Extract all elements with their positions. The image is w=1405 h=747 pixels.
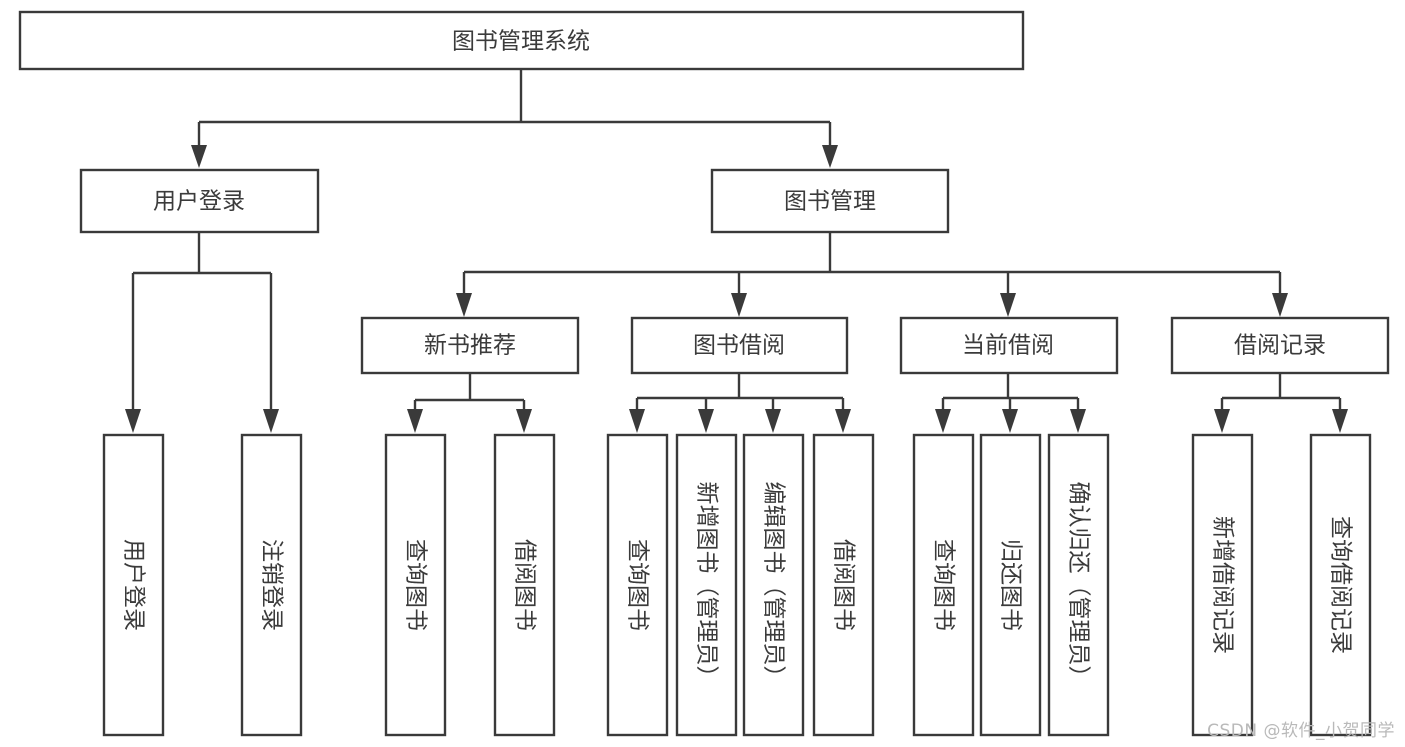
node-leaf-add-book-label: 新增图书（管理员） [694,482,720,689]
node-leaf-add-record-box[interactable] [1191,433,1254,737]
node-leaf-query-book-2-label: 查询图书 [625,539,651,631]
node-borrow-record-box[interactable] [1170,316,1390,375]
arrow-head-leaf-borrow-book-1 [516,409,532,433]
node-user-login[interactable]: 用户登录 [79,168,320,234]
node-book-manage[interactable]: 图书管理 [710,168,950,234]
node-leaf-query-book-3-box[interactable] [912,433,975,737]
node-leaf-confirm-return-label: 确认归还（管理员） [1066,482,1092,689]
node-leaf-return-book-box[interactable] [979,433,1042,737]
node-leaf-borrow-book-2-box[interactable] [812,433,875,737]
node-leaf-borrow-book-2[interactable]: 借阅图书 [812,433,875,737]
node-leaf-borrow-book-1-label: 借阅图书 [512,539,538,631]
arrow-head-book-borrow [731,293,747,317]
connector-group-user-login [125,232,279,433]
connector-group-book-borrow [629,373,851,433]
connector-group-root [191,69,838,168]
node-leaf-return-book[interactable]: 归还图书 [979,433,1042,737]
node-leaf-return-book-label: 归还图书 [998,539,1024,631]
node-root-label: 图书管理系统 [452,29,590,55]
node-leaf-query-book-2[interactable]: 查询图书 [606,433,669,737]
node-book-manage-label: 图书管理 [784,189,876,215]
node-borrow-record-label: 借阅记录 [1234,333,1326,359]
node-leaf-query-book-3-label: 查询图书 [931,539,957,631]
node-leaf-add-book-box[interactable] [675,433,738,737]
node-leaf-borrow-book-2-label: 借阅图书 [831,539,857,631]
connector-group-current-borrow [935,373,1086,433]
arrow-head-leaf-confirm-return [1070,409,1086,433]
node-leaf-query-book-1-box[interactable] [384,433,447,737]
node-leaf-query-book-1-label: 查询图书 [403,539,429,631]
arrow-head-leaf-borrow-book-2 [835,409,851,433]
arrow-head-leaf-query-book-1 [407,409,423,433]
node-leaf-query-book-1[interactable]: 查询图书 [384,433,447,737]
connector-group-new-book-rec [407,373,532,433]
arrow-head-current-borrow [1000,293,1016,317]
node-leaf-query-record-box[interactable] [1309,433,1372,737]
arrow-head-user-login [191,145,207,168]
node-current-borrow-box[interactable] [899,316,1119,375]
node-leaf-add-book[interactable]: 新增图书（管理员） [675,433,738,737]
node-leaf-logout-label: 注销登录 [259,539,285,631]
arrow-head-leaf-user-login [125,409,141,433]
node-root[interactable]: 图书管理系统 [18,10,1025,71]
connector-group-borrow-record [1214,373,1348,433]
node-leaf-query-book-3[interactable]: 查询图书 [912,433,975,737]
arrow-head-leaf-add-book [698,409,714,433]
node-book-borrow[interactable]: 图书借阅 [630,316,849,375]
node-book-borrow-label: 图书借阅 [693,333,785,359]
node-new-book-rec[interactable]: 新书推荐 [360,316,580,375]
node-leaf-query-record-label: 查询借阅记录 [1328,516,1354,654]
node-leaf-add-record[interactable]: 新增借阅记录 [1191,433,1254,737]
node-leaf-borrow-book-1-box[interactable] [493,433,556,737]
arrow-head-leaf-logout [263,409,279,433]
node-leaf-add-record-label: 新增借阅记录 [1210,516,1236,654]
node-leaf-logout[interactable]: 注销登录 [240,433,303,737]
node-root-box[interactable] [18,10,1025,71]
node-user-login-label: 用户登录 [153,189,245,215]
arrow-head-book-manage [822,145,838,168]
node-leaf-confirm-return[interactable]: 确认归还（管理员） [1047,433,1110,737]
node-book-manage-box[interactable] [710,168,950,234]
node-new-book-rec-label: 新书推荐 [424,333,516,359]
arrow-head-leaf-query-book-3 [935,409,951,433]
node-user-login-box[interactable] [79,168,320,234]
arrow-head-leaf-add-record [1214,409,1230,433]
node-current-borrow[interactable]: 当前借阅 [899,316,1119,375]
node-new-book-rec-box[interactable] [360,316,580,375]
node-leaf-query-record[interactable]: 查询借阅记录 [1309,433,1372,737]
arrow-head-new-book-rec [456,293,472,317]
csdn-watermark: CSDN @软件_小贺同学 [1207,721,1395,741]
arrow-head-leaf-edit-book [765,409,781,433]
node-leaf-confirm-return-box[interactable] [1047,433,1110,737]
node-current-borrow-label: 当前借阅 [962,333,1054,359]
node-leaf-edit-book-box[interactable] [742,433,805,737]
node-leaf-query-book-2-box[interactable] [606,433,669,737]
node-leaf-user-login-label: 用户登录 [121,539,147,631]
node-leaf-edit-book[interactable]: 编辑图书（管理员） [742,433,805,737]
connector-group-book-manage [456,232,1288,317]
arrow-head-leaf-query-record [1332,409,1348,433]
node-leaf-user-login-box[interactable] [102,433,165,737]
node-borrow-record[interactable]: 借阅记录 [1170,316,1390,375]
node-leaf-logout-box[interactable] [240,433,303,737]
node-book-borrow-box[interactable] [630,316,849,375]
arrow-head-leaf-query-book-2 [629,409,645,433]
node-leaf-user-login[interactable]: 用户登录 [102,433,165,737]
arrow-head-borrow-record [1272,293,1288,317]
node-leaf-edit-book-label: 编辑图书（管理员） [761,482,787,689]
arrow-head-leaf-return-book [1002,409,1018,433]
node-leaf-borrow-book-1[interactable]: 借阅图书 [493,433,556,737]
